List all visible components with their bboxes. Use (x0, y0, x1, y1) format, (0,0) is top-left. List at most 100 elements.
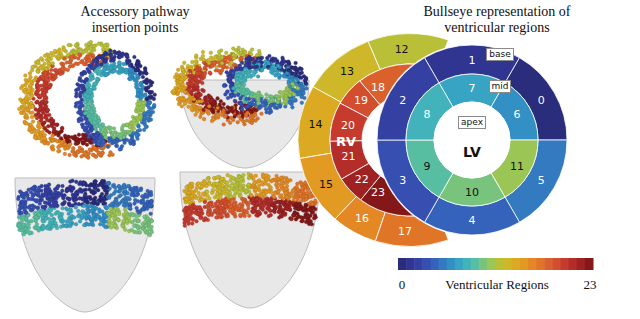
insertion-point (54, 76, 58, 80)
insertion-point (92, 136, 96, 140)
insertion-point (129, 139, 133, 143)
insertion-point (129, 72, 133, 76)
insertion-point (29, 84, 33, 88)
insertion-point (28, 84, 32, 88)
insertion-point (125, 123, 129, 127)
insertion-point (37, 61, 41, 65)
insertion-point (19, 86, 23, 90)
insertion-point (193, 83, 197, 87)
insertion-point (213, 55, 217, 59)
insertion-point (37, 70, 41, 74)
insertion-point (52, 126, 56, 130)
insertion-point (146, 104, 150, 108)
insertion-point (47, 57, 51, 61)
insertion-point (232, 53, 236, 57)
insertion-point (147, 113, 151, 117)
insertion-point (82, 71, 86, 75)
insertion-point (152, 103, 156, 107)
insertion-point (126, 61, 130, 65)
insertion-point (90, 62, 94, 66)
insertion-point (80, 123, 84, 127)
insertion-point (192, 97, 196, 101)
insertion-point (78, 53, 82, 57)
insertion-point (255, 53, 259, 57)
insertion-point (137, 125, 141, 129)
insertion-point (220, 68, 224, 72)
insertion-point (104, 59, 108, 63)
insertion-point (149, 83, 153, 87)
insertion-point (78, 78, 82, 82)
insertion-point (36, 84, 40, 88)
insertion-point (105, 73, 109, 77)
insertion-point (99, 153, 103, 157)
insertion-point (187, 105, 191, 109)
insertion-point (197, 100, 201, 104)
insertion-point (97, 139, 101, 143)
insertion-point (222, 65, 226, 69)
insertion-point (99, 154, 103, 158)
insertion-point (254, 119, 258, 123)
insertion-point (116, 132, 120, 136)
insertion-point (187, 88, 191, 92)
insertion-point (210, 108, 214, 112)
insertion-point (176, 68, 180, 72)
insertion-point (92, 107, 96, 111)
insertion-point (137, 124, 141, 128)
heart-silhouette (180, 172, 320, 308)
insertion-point (81, 141, 85, 145)
insertion-point (23, 111, 27, 115)
insertion-point (227, 55, 231, 59)
insertion-point (135, 133, 139, 137)
insertion-point (141, 75, 145, 79)
insertion-point (203, 66, 207, 70)
insertion-point (285, 87, 289, 91)
insertion-point (43, 121, 47, 125)
insertion-point (28, 72, 32, 76)
insertion-point (108, 153, 112, 157)
insertion-point (103, 44, 107, 48)
insertion-point (90, 73, 94, 77)
insertion-point (218, 103, 222, 107)
insertion-point (71, 150, 75, 154)
insertion-point (37, 129, 41, 133)
insertion-point (79, 117, 83, 121)
insertion-point (70, 135, 74, 139)
insertion-point (133, 55, 137, 59)
insertion-point (136, 137, 140, 141)
insertion-point (84, 117, 88, 121)
insertion-point (35, 90, 39, 94)
insertion-point (216, 114, 220, 118)
insertion-points (16, 40, 317, 237)
insertion-point (96, 77, 100, 81)
insertion-point (46, 108, 50, 112)
insertion-point (89, 47, 93, 51)
insertion-point (237, 46, 241, 50)
insertion-point (145, 125, 149, 129)
insertion-point (78, 117, 82, 121)
insertion-point (86, 67, 90, 71)
insertion-point (68, 65, 72, 69)
insertion-point (51, 148, 55, 152)
insertion-point (216, 106, 220, 110)
insertion-point (128, 73, 132, 77)
insertion-point (232, 57, 236, 61)
insertion-point (245, 119, 249, 123)
insertion-point (60, 62, 64, 66)
insertion-point (210, 109, 214, 113)
insertion-point (148, 91, 152, 95)
insertion-point (39, 57, 43, 61)
insertion-point (93, 117, 97, 121)
insertion-point (71, 64, 75, 68)
insertion-point (87, 129, 91, 133)
insertion-point (48, 85, 52, 89)
insertion-point (77, 87, 81, 91)
insertion-point (152, 97, 156, 101)
insertion-point (220, 61, 224, 65)
insertion-point (236, 120, 240, 124)
heart-silhouette (181, 80, 309, 168)
insertion-point (85, 126, 89, 130)
insertion-point (224, 51, 228, 55)
insertion-point (97, 42, 101, 46)
insertion-point (94, 147, 98, 151)
